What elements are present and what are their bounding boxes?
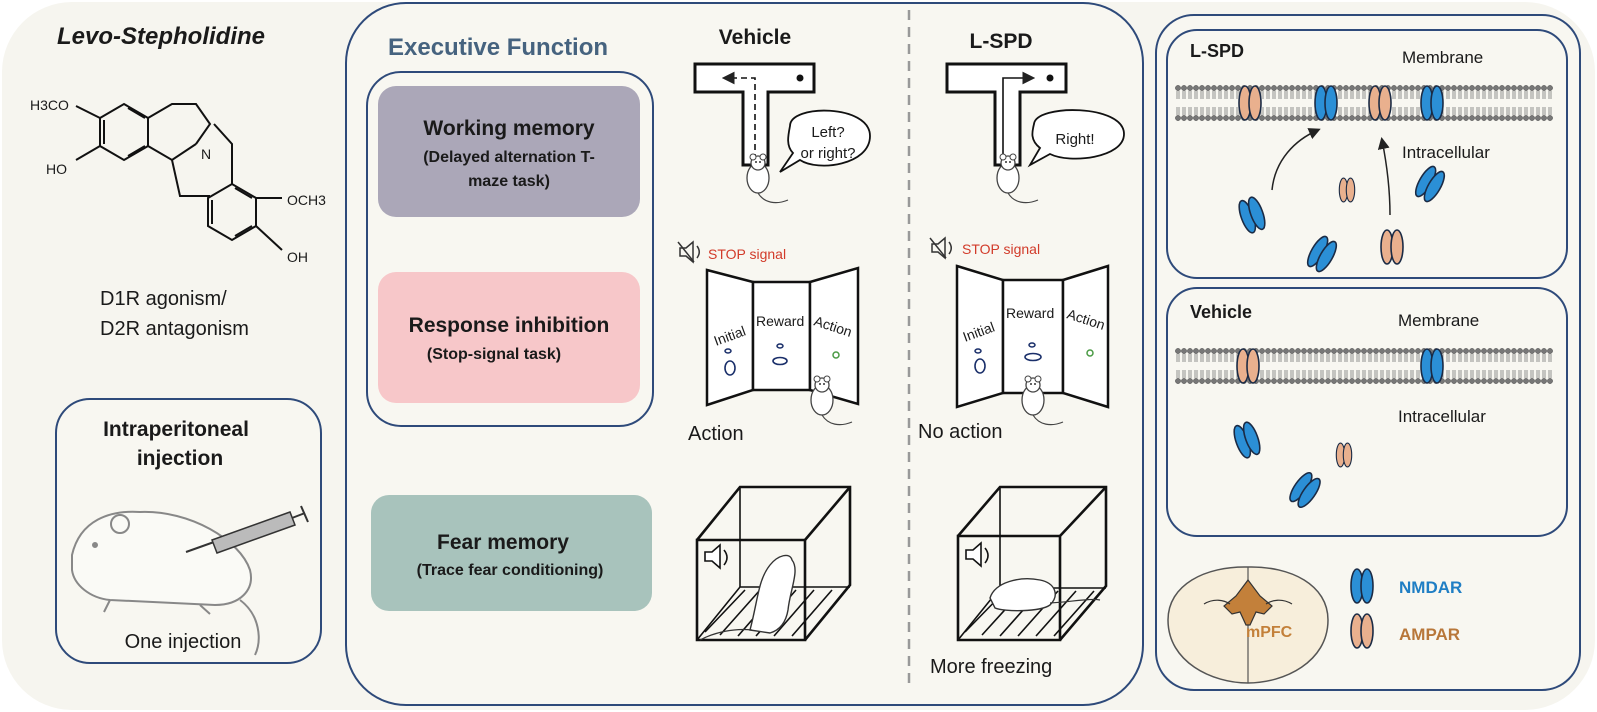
group-label-vehicle: Vehicle — [719, 26, 791, 49]
trafficking-arrow — [1271, 128, 1321, 191]
stop-signal-vehicle: STOP signal — [708, 246, 786, 262]
legend-ampar-symbol — [1350, 613, 1374, 649]
mechanism-line-1: D1R agonism/ — [100, 288, 227, 310]
compound-name: Levo-Stepholidine — [57, 23, 265, 50]
stop-box-lspd — [955, 264, 1110, 409]
task-name-fear-memory: Fear memory — [437, 531, 569, 554]
bubble-lspd-text: Right! — [1055, 131, 1094, 148]
task-card-fear-memory — [371, 495, 652, 611]
stop-box-vehicle — [705, 266, 860, 407]
membrane-panel-lspd — [1166, 29, 1568, 279]
brain-slice-icon — [1167, 566, 1329, 684]
task-detail-fear-memory: (Trace fear conditioning) — [417, 562, 604, 579]
group-label-lspd: L-SPD — [970, 30, 1033, 53]
speech-bubble-vehicle — [779, 109, 871, 173]
trafficking-arrow — [1377, 137, 1391, 216]
chemical-structure — [75, 102, 283, 251]
intracellular-label-lspd: Intracellular — [1402, 143, 1490, 162]
stop-outcome-lspd: No action — [918, 421, 1003, 443]
mouse-illustration — [71, 510, 260, 656]
task-detail-working-memory-2: maze task) — [468, 173, 550, 190]
substituent-hydroxy-1: HO — [46, 161, 67, 177]
fear-outcome-lspd: More freezing — [930, 656, 1052, 678]
nmdar-membrane — [1314, 85, 1338, 121]
ampar-membrane — [1368, 85, 1392, 121]
ampar-membrane — [1238, 85, 1262, 121]
mpfc-label: mPFC — [1246, 624, 1293, 641]
legend-ampar-label: AMPAR — [1399, 625, 1460, 644]
injection-title-line-2: injection — [137, 447, 223, 470]
task-detail-response-inhibition: (Stop-signal task) — [427, 346, 561, 363]
mechanism-line-2: D2R antagonism — [100, 318, 249, 340]
nmdar-membrane — [1420, 85, 1444, 121]
membrane-group-vehicle: Vehicle — [1190, 302, 1252, 322]
ampar-internal — [1335, 442, 1353, 468]
freezing-mouse — [989, 578, 1056, 612]
stop-outcome-vehicle: Action — [688, 423, 744, 445]
membrane-panel-vehicle — [1166, 287, 1568, 537]
membrane-group-lspd: L-SPD — [1190, 41, 1244, 61]
injection-caption: One injection — [125, 631, 242, 653]
speaker-icon — [929, 236, 952, 260]
membrane-label-vehicle: Membrane — [1398, 311, 1479, 330]
task-name-working-memory: Working memory — [423, 117, 594, 140]
bubble-vehicle-line-1: Left? — [811, 124, 844, 141]
speaker-icon — [704, 543, 728, 570]
task-card-response-inhibition — [378, 272, 640, 403]
ampar-internal — [1338, 177, 1356, 203]
ampar-membrane — [1236, 348, 1260, 384]
executive-title: Executive Function — [388, 34, 608, 61]
task-card-working-memory — [378, 86, 640, 217]
legend-nmdar-label: NMDAR — [1399, 578, 1462, 597]
task-name-response-inhibition: Response inhibition — [409, 314, 610, 337]
syringe-icon — [185, 505, 309, 554]
speaker-icon — [965, 541, 989, 568]
tmaze-lspd — [945, 62, 1068, 167]
substituent-methoxy-2: OCH3 — [287, 192, 326, 208]
intracellular-label-vehicle: Intracellular — [1398, 407, 1486, 426]
bubble-vehicle-line-2: or right? — [800, 145, 855, 162]
stop-signal-lspd: STOP signal — [962, 241, 1040, 257]
box-label-reward-vehicle: Reward — [756, 313, 804, 329]
rearing-mouse — [749, 554, 796, 634]
box-label-reward-lspd: Reward — [1006, 305, 1054, 321]
substituent-hydroxy-2: OH — [287, 249, 308, 265]
substituent-methoxy-1: H3CO — [30, 97, 69, 113]
ampar-internal — [1380, 229, 1404, 265]
speech-bubble-lspd — [1027, 109, 1125, 168]
injection-title-line-1: Intraperitoneal — [103, 418, 249, 441]
speaker-icon — [677, 240, 700, 264]
task-detail-working-memory-1: (Delayed alternation T- — [423, 149, 595, 166]
nmdar-membrane — [1420, 348, 1444, 384]
membrane-label-lspd: Membrane — [1402, 48, 1483, 67]
legend-nmdar-symbol — [1350, 568, 1374, 604]
nitrogen-atom: N — [201, 146, 211, 162]
